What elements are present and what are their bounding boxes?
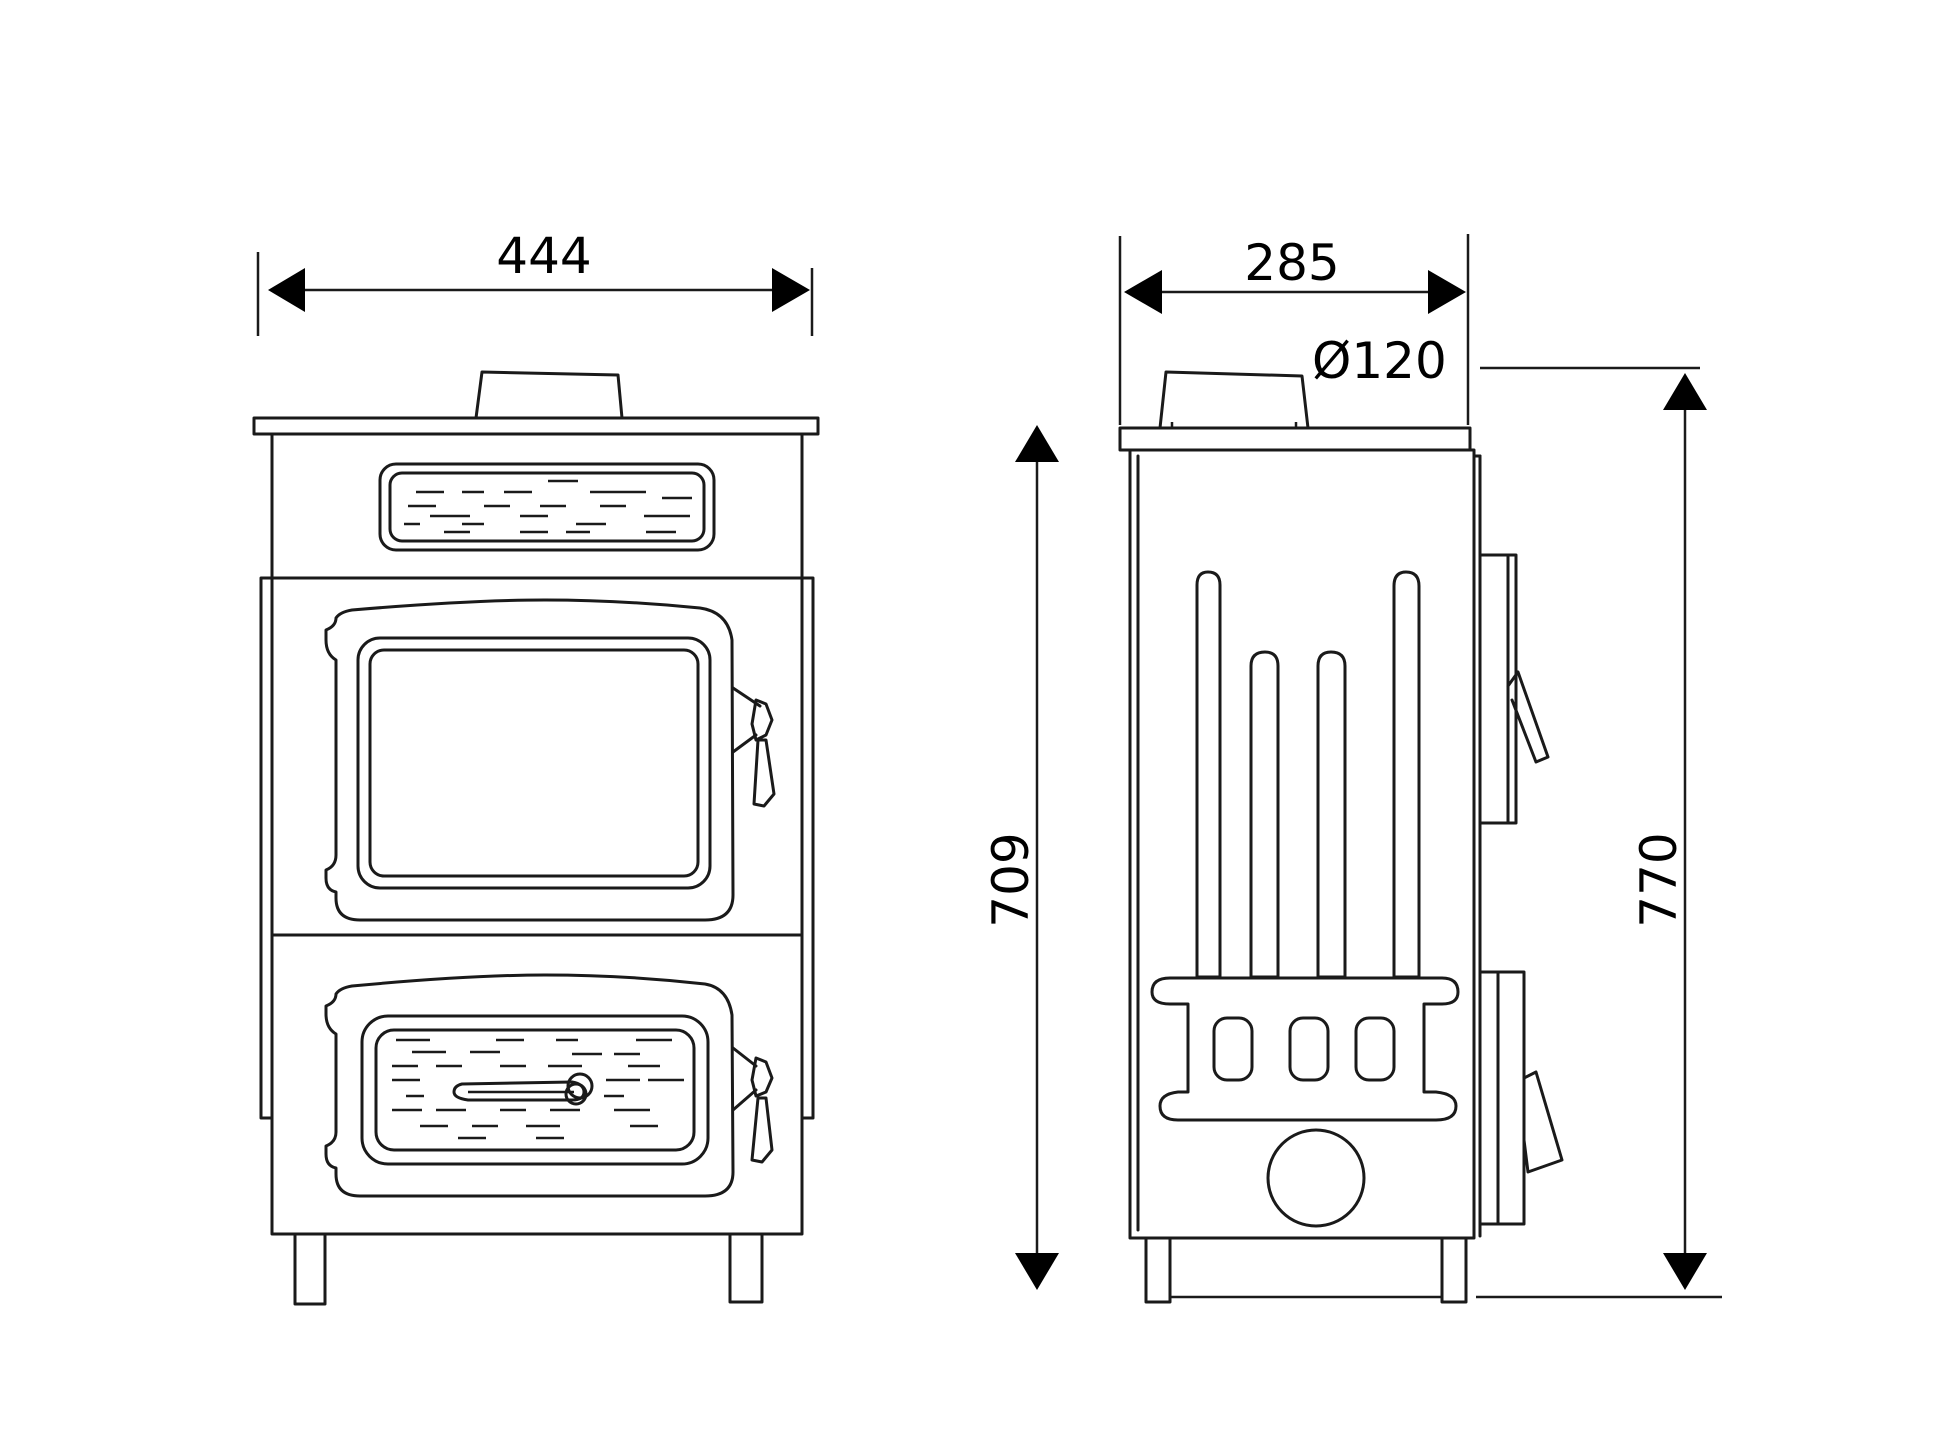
side-depth-label: 285: [1244, 234, 1339, 292]
arrow-right: [772, 268, 810, 312]
arrow-up: [1663, 373, 1707, 410]
front-side-panel-left: [259, 576, 274, 1120]
arrow-left: [1124, 270, 1162, 314]
dimension-front-width: 444: [256, 227, 814, 336]
side-body: [1128, 448, 1476, 1240]
arrow-down: [1015, 1253, 1059, 1290]
front-firebox-door: [324, 598, 776, 922]
side-flue-collar: [1158, 370, 1310, 430]
front-top-grille: [378, 462, 716, 552]
side-heat-fins: [1150, 570, 1460, 1122]
arrow-left: [268, 268, 305, 312]
side-door-profiles: [1478, 553, 1564, 1226]
front-leg-right: [728, 1232, 764, 1304]
body-height-label: 709: [982, 832, 1040, 927]
dimension-body-height: 709: [982, 425, 1059, 1290]
side-air-inlet: [1266, 1128, 1366, 1228]
side-leg-right: [1440, 1236, 1468, 1304]
total-height-label: 770: [1630, 832, 1688, 927]
dimension-total-height: 770: [1476, 366, 1722, 1299]
side-view: 285 Ø120: [982, 234, 1722, 1304]
arrow-up: [1015, 425, 1059, 462]
front-view: 444: [252, 227, 820, 1306]
front-side-panel-right: [800, 576, 815, 1120]
arrow-right: [1428, 270, 1466, 314]
flue-diameter-label: Ø120: [1312, 332, 1447, 390]
front-body: [270, 432, 804, 1236]
front-ash-door: [324, 973, 774, 1198]
front-flue-collar: [474, 370, 624, 420]
arrow-down: [1663, 1253, 1707, 1290]
front-top-plate: [252, 416, 820, 436]
front-width-label: 444: [496, 227, 591, 285]
dimension-side-depth: 285: [1118, 234, 1470, 425]
side-top-plate: [1118, 426, 1472, 452]
front-leg-left: [293, 1232, 327, 1306]
side-leg-left: [1144, 1236, 1172, 1304]
